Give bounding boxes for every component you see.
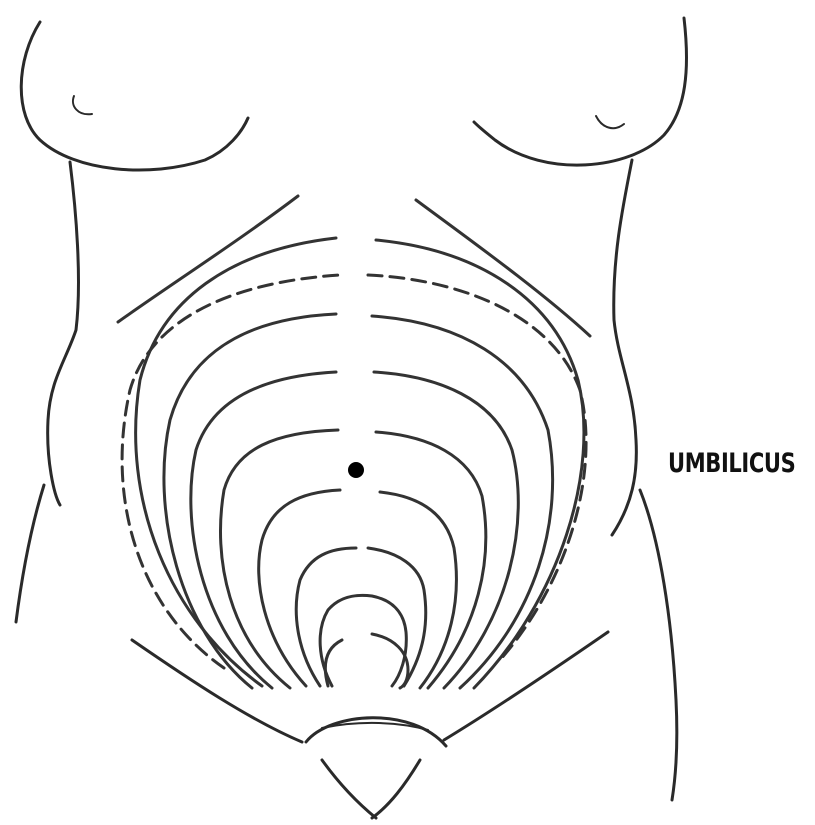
left-hip	[16, 485, 44, 622]
left-nipple	[73, 96, 92, 114]
right-nipple	[596, 116, 624, 128]
fundal-arc-8	[320, 595, 406, 686]
torso-outline	[16, 18, 687, 818]
left-breast-outline	[21, 22, 248, 170]
outer-diagonal-left	[118, 196, 298, 322]
umbilicus-label: UMBILICUS	[668, 448, 795, 479]
outer-diagonal-right	[416, 200, 590, 336]
left-groin-line	[132, 640, 302, 742]
right-torso-side	[612, 160, 636, 535]
umbilicus-marker	[348, 462, 364, 478]
fundal-arc-4	[191, 372, 518, 688]
right-groin-line	[444, 632, 608, 740]
right-hip	[640, 490, 677, 800]
fundal-arc-6	[259, 490, 457, 688]
pubic-v-right	[372, 760, 420, 818]
left-torso-side	[48, 162, 79, 505]
right-breast-outline	[474, 18, 687, 165]
fundal-height-curves	[118, 196, 590, 688]
pubic-v-left	[322, 760, 376, 818]
